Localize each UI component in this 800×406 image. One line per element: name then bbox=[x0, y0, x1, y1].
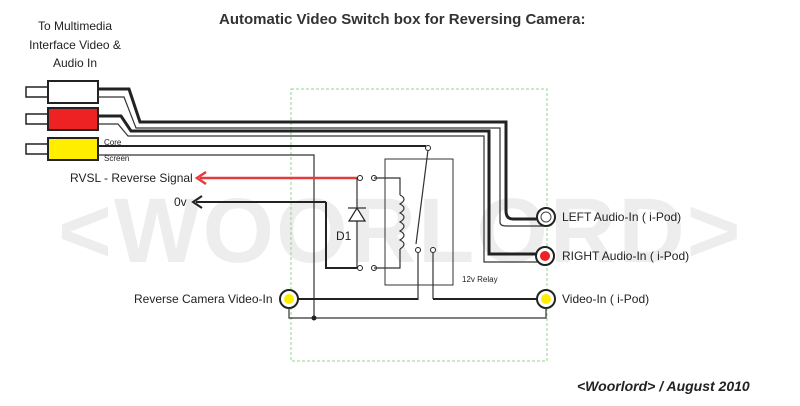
ground-label: 0v bbox=[174, 195, 187, 209]
wire-right-audio-screen bbox=[98, 123, 543, 263]
relay-switch-contacts bbox=[415, 145, 436, 300]
wire-left-audio-screen bbox=[98, 96, 545, 227]
svg-text:Interface Video &: Interface Video & bbox=[29, 38, 121, 52]
credit-text: <Woorlord> / August 2010 bbox=[577, 378, 750, 394]
left-audio-label: LEFT Audio-In ( i-Pod) bbox=[562, 210, 681, 224]
junction-circle bbox=[357, 175, 363, 181]
rvsl-label: RVSL - Reverse Signal bbox=[70, 171, 193, 185]
wire-right-audio bbox=[98, 114, 536, 256]
wire-video-screen bbox=[98, 154, 315, 318]
junction-dot bbox=[311, 315, 317, 321]
svg-text:To Multimedia: To Multimedia bbox=[38, 19, 112, 33]
wire-left-audio bbox=[98, 87, 538, 221]
diode-label: D1 bbox=[336, 229, 352, 243]
rvsl-arrowhead bbox=[194, 170, 207, 186]
wire-ground-drop bbox=[325, 202, 357, 269]
rca-socket-reverse-camera bbox=[279, 289, 299, 309]
relay-label: 12v Relay bbox=[462, 275, 498, 284]
wire-video-screen-bus bbox=[288, 308, 547, 319]
relay-outline bbox=[384, 158, 454, 286]
junction-circle bbox=[357, 265, 363, 271]
rca-socket-video-in bbox=[536, 289, 556, 309]
multimedia-label: To Multimedia Interface Video & Audio In bbox=[29, 19, 121, 70]
rca-plug-white bbox=[25, 80, 99, 104]
rca-socket-right-audio bbox=[535, 246, 555, 266]
reverse-camera-label: Reverse Camera Video-In bbox=[134, 292, 273, 306]
right-audio-label: RIGHT Audio-In ( i-Pod) bbox=[562, 249, 689, 263]
rca-socket-left-audio bbox=[536, 207, 556, 227]
svg-text:Audio In: Audio In bbox=[53, 56, 97, 70]
ground-arrowhead bbox=[191, 195, 203, 209]
screen-label: Screen bbox=[104, 154, 129, 163]
video-in-label: Video-In ( i-Pod) bbox=[562, 292, 649, 306]
diode-symbol bbox=[347, 178, 367, 268]
diagram-title: Automatic Video Switch box for Reversing… bbox=[219, 11, 585, 28]
relay-coil-symbol bbox=[374, 177, 405, 269]
rca-plug-red bbox=[25, 107, 99, 131]
core-label: Core bbox=[104, 138, 122, 147]
rca-plug-yellow bbox=[25, 137, 99, 161]
